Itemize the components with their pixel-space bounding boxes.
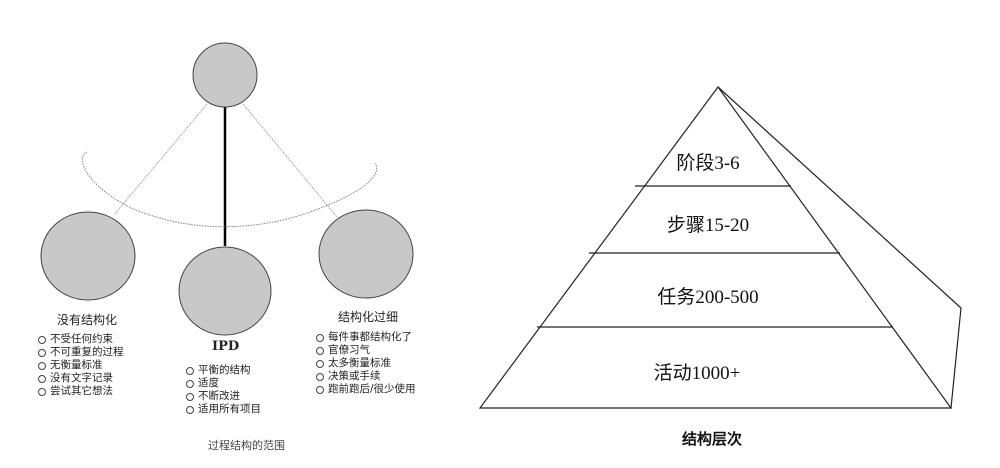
bullet-icon bbox=[38, 374, 46, 383]
overstructured-node-circle bbox=[318, 209, 414, 299]
bullet-icon bbox=[316, 385, 324, 394]
bullet-item: 不受任何约束 bbox=[38, 333, 124, 346]
bullet-icon bbox=[316, 359, 324, 368]
bullet-icon bbox=[186, 405, 194, 414]
bullet-item: 平衡的结构 bbox=[186, 364, 261, 377]
bullet-icon bbox=[316, 333, 324, 342]
pyramid-title: 结构层次 bbox=[681, 430, 743, 448]
bullet-item: 每件事都结构化了 bbox=[316, 331, 416, 344]
left-diagram-caption: 过程结构的范围 bbox=[208, 439, 285, 452]
ipd-node-circle bbox=[178, 246, 272, 336]
ipd-label: IPD bbox=[212, 339, 240, 354]
unstructured-label: 没有结构化 bbox=[57, 313, 118, 327]
bullet-item: 不断改进 bbox=[186, 390, 261, 403]
overstructured-bullets: 每件事都结构化了 官僚习气 太多衡量标准 决策或手续 跑前跑后/很少使用 bbox=[316, 331, 416, 396]
range-arc bbox=[81, 151, 378, 228]
bullet-item: 不可重复的过程 bbox=[38, 346, 124, 359]
ipd-bullets: 平衡的结构 适度 不断改进 适用所有项目 bbox=[186, 364, 261, 416]
bullet-icon bbox=[186, 379, 194, 388]
pyramid-front bbox=[478, 85, 953, 409]
bullet-item: 跑前跑后/很少使用 bbox=[316, 383, 416, 396]
bullet-icon bbox=[186, 392, 194, 401]
bullet-icon bbox=[316, 372, 324, 381]
bullet-icon bbox=[186, 366, 194, 375]
tier-activities: 活动1000+ bbox=[653, 363, 741, 384]
connector-right bbox=[242, 103, 338, 218]
bullet-item: 无衡量标准 bbox=[38, 359, 124, 372]
bullet-item: 适用所有项目 bbox=[186, 403, 261, 416]
bullet-item: 决策或手续 bbox=[316, 370, 416, 383]
connector-left bbox=[113, 103, 208, 216]
bullet-item: 太多衡量标准 bbox=[316, 357, 416, 370]
unstructured-node-circle bbox=[40, 211, 136, 301]
bullet-icon bbox=[38, 335, 46, 344]
bullet-icon bbox=[38, 387, 46, 396]
tier-steps: 步骤15-20 bbox=[666, 215, 750, 236]
bullet-icon bbox=[38, 348, 46, 357]
bullet-item: 适度 bbox=[186, 377, 261, 390]
tier-phase: 阶段3-6 bbox=[676, 153, 740, 174]
pyramid-side bbox=[717, 86, 962, 409]
top-node-circle bbox=[192, 42, 258, 108]
overstructured-label: 结构化过细 bbox=[338, 310, 399, 324]
bullet-icon bbox=[38, 361, 46, 370]
bullet-item: 没有文字记录 bbox=[38, 372, 124, 385]
bullet-icon bbox=[316, 346, 324, 355]
tier-tasks: 任务200-500 bbox=[657, 287, 759, 308]
bullet-item: 官僚习气 bbox=[316, 344, 416, 357]
bullet-item: 尝试其它想法 bbox=[38, 385, 124, 398]
unstructured-bullets: 不受任何约束 不可重复的过程 无衡量标准 没有文字记录 尝试其它想法 bbox=[38, 333, 124, 398]
